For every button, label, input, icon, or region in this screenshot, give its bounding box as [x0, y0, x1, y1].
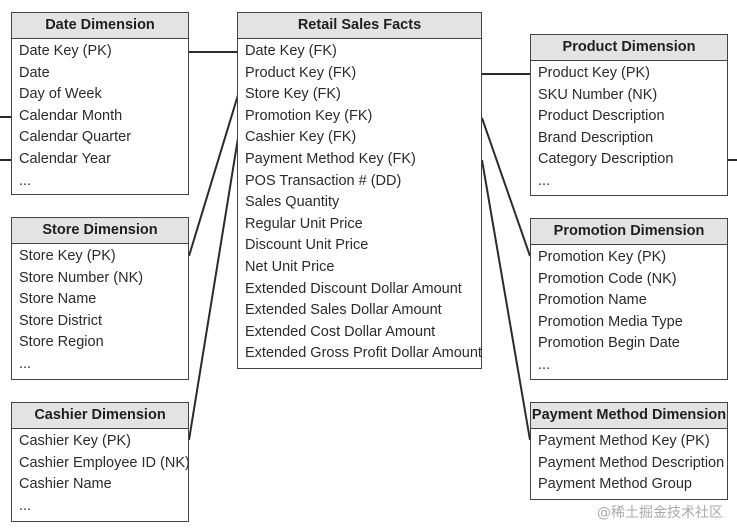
store-dimension-table: Store Dimension Store Key (PK) Store Num…	[11, 217, 189, 380]
link-payment-facts	[481, 159, 531, 441]
field-item: Cashier Name	[19, 476, 112, 493]
table-title: Store Dimension	[12, 218, 188, 244]
field-item: Discount Unit Price	[245, 237, 369, 254]
field-item: Product Key (PK)	[538, 65, 651, 81]
field-item: Store Region	[19, 334, 104, 351]
field-item: SKU Number (NK)	[538, 86, 658, 103]
field-item: Payment Method Key (FK)	[245, 150, 416, 167]
field-item: Net Unit Price	[245, 258, 335, 275]
field-item: Date Key (PK)	[19, 43, 112, 59]
table-title: Cashier Dimension	[12, 403, 188, 429]
field-item: Extended Gross Profit Dollar Amount	[245, 345, 482, 362]
field-item: Day of Week	[19, 86, 102, 103]
field-item: Extended Sales Dollar Amount	[245, 302, 442, 319]
field-list: Product Key (PK) SKU Number (NK) Product…	[531, 61, 727, 193]
field-list: Store Key (PK) Store Number (NK) Store N…	[12, 244, 188, 376]
field-item: Date	[19, 64, 50, 81]
table-title: Promotion Dimension	[531, 219, 727, 245]
field-list: Date Key (FK) Product Key (FK) Store Key…	[238, 39, 482, 365]
link-promotion-facts	[481, 117, 531, 257]
field-item: ...	[19, 355, 32, 372]
table-title: Retail Sales Facts	[238, 13, 481, 39]
field-item: Promotion Code (NK)	[538, 270, 677, 287]
field-list: Date Key (PK) Date Day of Week Calendar …	[12, 39, 188, 192]
field-item: Extended Discount Dollar Amount	[245, 280, 462, 297]
field-item: Promotion Key (FK)	[245, 107, 373, 124]
field-item: ...	[19, 497, 32, 514]
field-item: ...	[538, 356, 551, 373]
field-item: Payment Method Description	[538, 454, 725, 471]
field-item: Product Description	[538, 108, 665, 125]
field-item: Product Key (FK)	[245, 64, 357, 81]
table-title: Date Dimension	[12, 13, 188, 39]
field-item: Brand Description	[538, 129, 654, 146]
field-item: Calendar Year	[19, 150, 111, 167]
product-dimension-table: Product Dimension Product Key (PK) SKU N…	[530, 34, 728, 196]
field-item: POS Transaction # (DD)	[245, 172, 402, 189]
field-list: Promotion Key (PK) Promotion Code (NK) P…	[531, 245, 727, 377]
watermark: @稀土掘金技术社区	[597, 505, 723, 521]
date-dimension-table: Date Dimension Date Key (PK) Date Day of…	[11, 12, 189, 195]
field-item: Calendar Month	[19, 107, 123, 124]
field-item: Cashier Employee ID (NK)	[19, 454, 190, 471]
field-item: Calendar Quarter	[19, 129, 132, 146]
field-item: Extended Cost Dollar Amount	[245, 323, 436, 340]
retail-sales-facts-table: Retail Sales Facts Date Key (FK) Product…	[237, 12, 482, 369]
field-item: Store District	[19, 312, 102, 329]
table-title: Payment Method Dimension	[531, 403, 727, 429]
field-item: Cashier Key (FK)	[245, 129, 357, 146]
field-item: Payment Method Key (PK)	[538, 433, 710, 449]
field-item: Store Name	[19, 291, 97, 308]
field-item: Promotion Key (PK)	[538, 249, 667, 265]
field-list: Cashier Key (PK) Cashier Employee ID (NK…	[12, 429, 190, 517]
field-item: Promotion Media Type	[538, 313, 683, 330]
field-item: Store Key (FK)	[245, 86, 341, 103]
payment-method-dimension-table: Payment Method Dimension Payment Method …	[530, 402, 728, 500]
field-item: Cashier Key (PK)	[19, 433, 132, 449]
field-item: Promotion Name	[538, 292, 647, 309]
field-item: Payment Method Group	[538, 476, 692, 493]
field-list: Payment Method Key (PK) Payment Method D…	[531, 429, 727, 496]
field-item: Category Description	[538, 151, 674, 168]
field-item: Date Key (FK)	[245, 43, 337, 59]
link-cashier-facts	[188, 137, 239, 441]
field-item: Sales Quantity	[245, 194, 340, 211]
field-item: ...	[538, 172, 551, 189]
field-item: Regular Unit Price	[245, 215, 363, 232]
field-item: Store Key (PK)	[19, 248, 116, 264]
field-item: Promotion Begin Date	[538, 335, 680, 352]
cashier-dimension-table: Cashier Dimension Cashier Key (PK) Cashi…	[11, 402, 190, 522]
field-item: ...	[19, 172, 32, 189]
promotion-dimension-table: Promotion Dimension Promotion Key (PK) P…	[530, 218, 728, 380]
field-item: Store Number (NK)	[19, 269, 144, 286]
table-title: Product Dimension	[531, 35, 727, 61]
link-store-facts	[188, 94, 239, 257]
